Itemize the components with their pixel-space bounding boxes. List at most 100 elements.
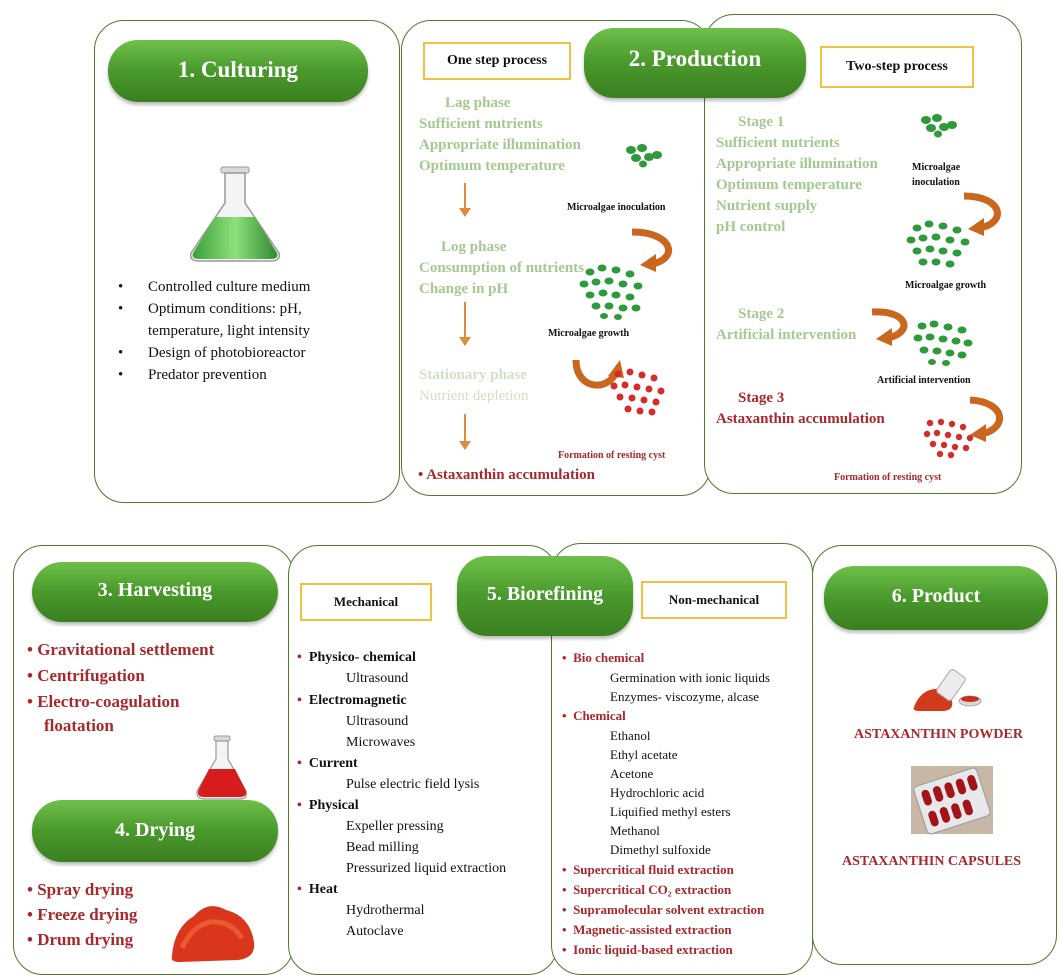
microalgae-inoculation-icon bbox=[626, 144, 662, 168]
drying-item: • Spray drying bbox=[27, 880, 134, 899]
curved-arrow-icon bbox=[871, 308, 908, 346]
microalgae-growth-label: Microalgae growth bbox=[548, 328, 630, 339]
stage3-item: Astaxanthin accumulation bbox=[716, 411, 885, 427]
stage2-item: Artificial intervention bbox=[716, 327, 857, 343]
mechanical-item: Expeller pressing bbox=[346, 819, 444, 834]
harvesting-item: • Centrifugation bbox=[27, 666, 145, 685]
culturing-item: •Design of photobioreactor bbox=[118, 345, 306, 361]
harvesting-item: floatation bbox=[44, 716, 114, 735]
phase-arrow-head bbox=[459, 441, 471, 450]
mechanical-item: Bead milling bbox=[346, 840, 419, 855]
microalgae-intervention-icon bbox=[913, 320, 973, 366]
harvesting-item: • Gravitational settlement bbox=[27, 640, 215, 659]
two-step-box: Two-step process bbox=[820, 46, 974, 88]
resting-cyst-label: Formation of resting cyst bbox=[558, 450, 666, 461]
extraction-item: • Supercritical CO₂ extraction bbox=[562, 882, 732, 897]
extraction-item: • Supramolecular solvent extraction bbox=[562, 902, 765, 917]
curved-arrow-icon bbox=[963, 192, 1001, 236]
chemical-item: Ethanol bbox=[610, 728, 651, 743]
bio-chemical-item: Enzymes- viscozyme, alcase bbox=[610, 689, 760, 704]
chemical-item: Hydrochloric acid bbox=[610, 785, 705, 800]
lag-item: Optimum temperature bbox=[419, 158, 565, 174]
stage1-item: Optimum temperature bbox=[716, 177, 862, 193]
biorefining-title: 5. Biorefining bbox=[457, 556, 633, 636]
lag-item: Sufficient nutrients bbox=[419, 116, 543, 132]
stage1-item: Sufficient nutrients bbox=[716, 135, 840, 151]
mechanical-item: Ultrasound bbox=[346, 671, 409, 686]
lag-item: Appropriate illumination bbox=[419, 137, 581, 153]
resting-cyst-label: Formation of resting cyst bbox=[834, 472, 942, 483]
chemical-item: Methanol bbox=[610, 823, 660, 838]
stage1-item: Nutrient supply bbox=[716, 198, 818, 214]
red-powder-icon bbox=[171, 906, 255, 962]
microalgae-inoculation-icon bbox=[921, 114, 957, 138]
mechanical-group-title: • Heat bbox=[297, 882, 338, 897]
microalgae-inoculation-label: Microalgae inoculation bbox=[567, 202, 666, 213]
red-cyst-icon bbox=[923, 418, 974, 459]
harvesting-title: 3. Harvesting bbox=[32, 562, 278, 622]
phase-arrow-head bbox=[459, 208, 471, 217]
log-phase-title: Log phase bbox=[441, 239, 507, 255]
curved-arrow-icon bbox=[631, 228, 672, 272]
astaxanthin-capsules-label: ASTAXANTHIN CAPSULES bbox=[842, 854, 1022, 869]
red-cyst-icon bbox=[610, 368, 665, 416]
microalgae-inoculation-label: Microalgae bbox=[912, 162, 961, 173]
culturing-item: temperature, light intensity bbox=[148, 323, 311, 339]
chemical-item: Ethyl acetate bbox=[610, 747, 678, 762]
drying-item: • Freeze drying bbox=[27, 905, 138, 924]
culturing-title: 1. Culturing bbox=[108, 40, 368, 102]
stage1-item: pH control bbox=[716, 219, 786, 235]
stationary-phase-title: Stationary phase bbox=[419, 367, 527, 383]
drying-item: • Drum drying bbox=[27, 930, 134, 949]
non-mechanical-box: Non-mechanical bbox=[641, 581, 787, 619]
harvesting-item: • Electro-coagulation bbox=[27, 692, 180, 711]
mechanical-group-title: • Physical bbox=[297, 798, 359, 813]
mechanical-item: Pressurized liquid extraction bbox=[346, 861, 507, 876]
mechanical-item: Hydrothermal bbox=[346, 903, 425, 918]
stationary-item: Nutrient depletion bbox=[419, 388, 529, 404]
mechanical-item: Autoclave bbox=[346, 924, 404, 939]
lag-phase-title: Lag phase bbox=[445, 95, 511, 111]
mechanical-group-title: • Electromagnetic bbox=[297, 693, 407, 708]
phase-arrow bbox=[464, 183, 466, 209]
log-item: Consumption of nutrients bbox=[419, 260, 585, 276]
phase-arrow bbox=[464, 414, 466, 442]
culturing-item: •Predator prevention bbox=[118, 367, 267, 383]
microalgae-growth-label: Microalgae growth bbox=[905, 280, 987, 291]
drying-title: 4. Drying bbox=[32, 800, 278, 862]
stage1-title: Stage 1 bbox=[738, 114, 785, 130]
chemical-item: Dimethyl sulfoxide bbox=[610, 842, 711, 857]
artificial-intervention-label: Artificial intervention bbox=[877, 375, 971, 386]
red-flask-icon bbox=[196, 735, 247, 800]
mechanical-item: Microwaves bbox=[346, 735, 416, 750]
extraction-item: • Ionic liquid-based extraction bbox=[562, 942, 733, 957]
chemical-item: Acetone bbox=[610, 766, 654, 781]
extraction-item: • Magnetic-assisted extraction bbox=[562, 922, 732, 937]
mechanical-group-title: • Current bbox=[297, 756, 358, 771]
microalgae-growth-icon bbox=[906, 220, 970, 268]
extraction-item: • Supercritical fluid extraction bbox=[562, 862, 734, 877]
chemical-item: Liquified methyl esters bbox=[610, 804, 731, 819]
phase-arrow-head bbox=[459, 337, 471, 346]
log-item: Change in pH bbox=[419, 281, 509, 297]
bio-chemical-item: Germination with ionic liquids bbox=[610, 670, 770, 685]
production-title: 2. Production bbox=[584, 28, 806, 98]
phase-arrow bbox=[464, 302, 466, 338]
stage1-item: Appropriate illumination bbox=[716, 156, 878, 172]
astaxanthin-accumulation-final: • Astaxanthin accumulation bbox=[418, 467, 595, 483]
astaxanthin-powder-label: ASTAXANTHIN POWDER bbox=[854, 727, 1023, 742]
mechanical-group-title: • Physico- chemical bbox=[297, 650, 416, 665]
culturing-item: •Optimum conditions: pH, bbox=[118, 301, 302, 317]
green-flask-icon bbox=[189, 166, 281, 262]
curved-arrow-icon bbox=[969, 396, 1003, 442]
microalgae-growth-icon bbox=[579, 264, 643, 320]
product-title: 6. Product bbox=[824, 566, 1048, 630]
mechanical-item: Ultrasound bbox=[346, 714, 409, 729]
one-step-box: One step process bbox=[423, 42, 571, 80]
mechanical-item: Pulse electric field lysis bbox=[346, 777, 480, 792]
stage3-title: Stage 3 bbox=[738, 390, 785, 406]
chemical-title: • Chemical bbox=[562, 708, 626, 723]
astaxanthin-capsules-icon bbox=[911, 766, 993, 835]
culturing-item: •Controlled culture medium bbox=[118, 279, 311, 295]
bio-chemical-title: • Bio chemical bbox=[562, 650, 645, 665]
